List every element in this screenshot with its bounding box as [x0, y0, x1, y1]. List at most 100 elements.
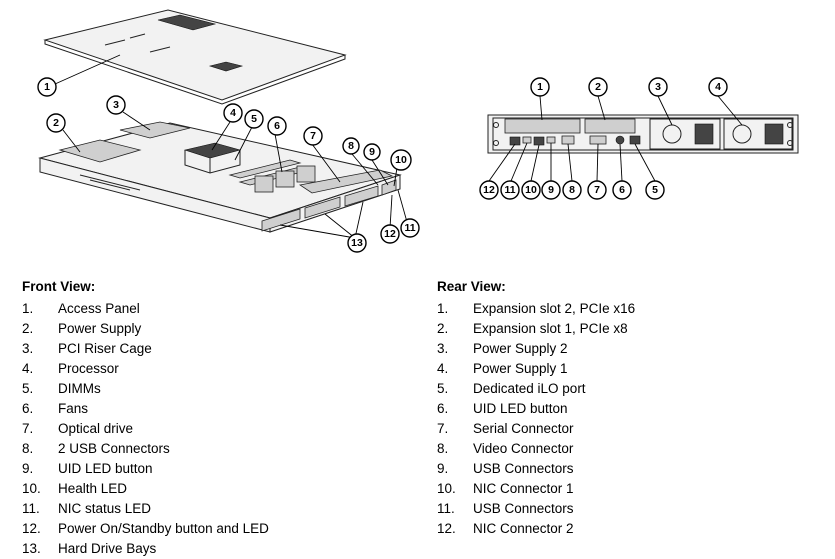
- svg-text:3: 3: [655, 81, 661, 93]
- front-item-label: NIC status LED: [58, 501, 152, 516]
- rear-item-label: NIC Connector 2: [473, 521, 574, 536]
- rear-item-7: 7.Serial Connector: [437, 419, 635, 439]
- server-diagram: 1 2 3 4 5 6 7 8 9 10 11 12 13: [37, 9, 799, 253]
- rear-callouts: 1 2 3 4 12 11 10 9 8 7 6 5: [479, 77, 728, 200]
- rear-view-list: 1.Expansion slot 2, PCIe x16 2.Expansion…: [437, 299, 635, 539]
- rear-callout-5: 5: [645, 180, 665, 200]
- rear-callout-11: 11: [500, 180, 520, 200]
- rear-callout-1: 1: [530, 77, 550, 97]
- rear-item-label: Expansion slot 1, PCIe x8: [473, 321, 628, 336]
- front-callout-9: 9: [363, 143, 381, 161]
- rear-panel-illustration: [487, 114, 799, 154]
- front-callout-8: 8: [342, 137, 360, 155]
- rear-item-10: 10.NIC Connector 1: [437, 479, 635, 499]
- svg-text:2: 2: [595, 81, 601, 93]
- svg-text:2: 2: [53, 117, 59, 129]
- front-item-8: 8.2 USB Connectors: [22, 439, 269, 459]
- rear-item-6: 6.UID LED button: [437, 399, 635, 419]
- svg-text:1: 1: [537, 81, 543, 93]
- front-callout-6: 6: [267, 116, 287, 136]
- front-callout-1: 1: [37, 77, 57, 97]
- front-callout-7: 7: [303, 126, 323, 146]
- front-callout-5: 5: [244, 109, 264, 129]
- front-callouts: 1 2 3 4 5 6 7 8 9 10 11 12 13: [37, 77, 420, 253]
- rear-item-11: 11.USB Connectors: [437, 499, 635, 519]
- rear-item-2: 2.Expansion slot 1, PCIe x8: [437, 319, 635, 339]
- rear-view-heading: Rear View:: [437, 279, 506, 294]
- svg-text:12: 12: [483, 184, 495, 196]
- rear-item-label: Expansion slot 2, PCIe x16: [473, 301, 636, 316]
- svg-text:4: 4: [715, 81, 721, 93]
- front-item-13: 13.Hard Drive Bays: [22, 539, 269, 559]
- rear-callout-2: 2: [588, 77, 608, 97]
- rear-item-label: Dedicated iLO port: [473, 381, 586, 396]
- rear-callout-8: 8: [562, 180, 582, 200]
- expansion-slot-1-illustration: [584, 118, 636, 134]
- rear-view-legend: Rear View: 1.Expansion slot 2, PCIe x16 …: [437, 279, 635, 539]
- svg-text:8: 8: [569, 184, 575, 196]
- front-item-label: Processor: [58, 361, 119, 376]
- front-item-1: 1.Access Panel: [22, 299, 269, 319]
- front-item-label: Hard Drive Bays: [58, 541, 157, 556]
- front-item-label: PCI Riser Cage: [58, 341, 152, 356]
- rear-item-label: Video Connector: [473, 441, 574, 456]
- front-leader-lines: [54, 54, 408, 239]
- front-item-2: 2.Power Supply: [22, 319, 269, 339]
- front-item-label: 2 USB Connectors: [58, 441, 170, 456]
- front-item-6: 6.Fans: [22, 399, 269, 419]
- svg-text:3: 3: [113, 99, 119, 111]
- svg-text:10: 10: [525, 184, 537, 196]
- rear-callout-9: 9: [541, 180, 561, 200]
- front-item-10: 10.Health LED: [22, 479, 269, 499]
- front-item-3: 3.PCI Riser Cage: [22, 339, 269, 359]
- rear-callout-3: 3: [648, 77, 668, 97]
- rear-item-label: Power Supply 1: [473, 361, 568, 376]
- front-item-label: UID LED button: [58, 461, 153, 476]
- front-item-9: 9.UID LED button: [22, 459, 269, 479]
- front-item-label: Health LED: [58, 481, 128, 496]
- svg-text:11: 11: [504, 184, 515, 196]
- front-callout-4: 4: [223, 103, 243, 123]
- hard-drive-bays-illustration: [261, 179, 397, 232]
- front-callout-13: 13: [347, 233, 367, 253]
- front-callout-12: 12: [380, 224, 400, 244]
- svg-text:9: 9: [369, 146, 375, 158]
- svg-text:5: 5: [652, 184, 658, 196]
- fans-illustration: [254, 165, 316, 193]
- rear-item-12: 12.NIC Connector 2: [437, 519, 635, 539]
- rear-item-label: NIC Connector 1: [473, 481, 574, 496]
- front-item-5: 5.DIMMs: [22, 379, 269, 399]
- svg-text:5: 5: [251, 113, 257, 125]
- rear-item-label: Serial Connector: [473, 421, 574, 436]
- front-item-label: Fans: [58, 401, 89, 416]
- svg-text:6: 6: [619, 184, 625, 196]
- rear-item-3: 3.Power Supply 2: [437, 339, 635, 359]
- svg-text:8: 8: [348, 140, 354, 152]
- rear-callout-10: 10: [521, 180, 541, 200]
- front-callout-11: 11: [400, 218, 420, 238]
- front-view-legend: Front View: 1.Access Panel 2.Power Suppl…: [22, 279, 269, 559]
- rear-item-label: USB Connectors: [473, 461, 574, 476]
- lid-vents: [104, 14, 244, 72]
- front-item-label: DIMMs: [58, 381, 101, 396]
- front-callout-10: 10: [390, 149, 412, 171]
- rear-item-5: 5.Dedicated iLO port: [437, 379, 635, 399]
- front-view-heading: Front View:: [22, 279, 96, 294]
- front-item-label: Power Supply: [58, 321, 142, 336]
- rear-item-8: 8.Video Connector: [437, 439, 635, 459]
- svg-text:11: 11: [404, 222, 415, 234]
- rear-item-4: 4.Power Supply 1: [437, 359, 635, 379]
- front-item-label: Optical drive: [58, 421, 134, 436]
- svg-text:10: 10: [395, 154, 407, 166]
- svg-text:7: 7: [594, 184, 600, 196]
- front-item-7: 7.Optical drive: [22, 419, 269, 439]
- svg-text:9: 9: [548, 184, 554, 196]
- rear-callout-12: 12: [479, 180, 499, 200]
- rear-callout-6: 6: [612, 180, 632, 200]
- front-callout-3: 3: [106, 95, 126, 115]
- rear-callout-7: 7: [587, 180, 607, 200]
- front-item-4: 4.Processor: [22, 359, 269, 379]
- expansion-slot-2-illustration: [504, 118, 581, 134]
- front-callout-2: 2: [46, 113, 66, 133]
- svg-text:4: 4: [230, 107, 236, 119]
